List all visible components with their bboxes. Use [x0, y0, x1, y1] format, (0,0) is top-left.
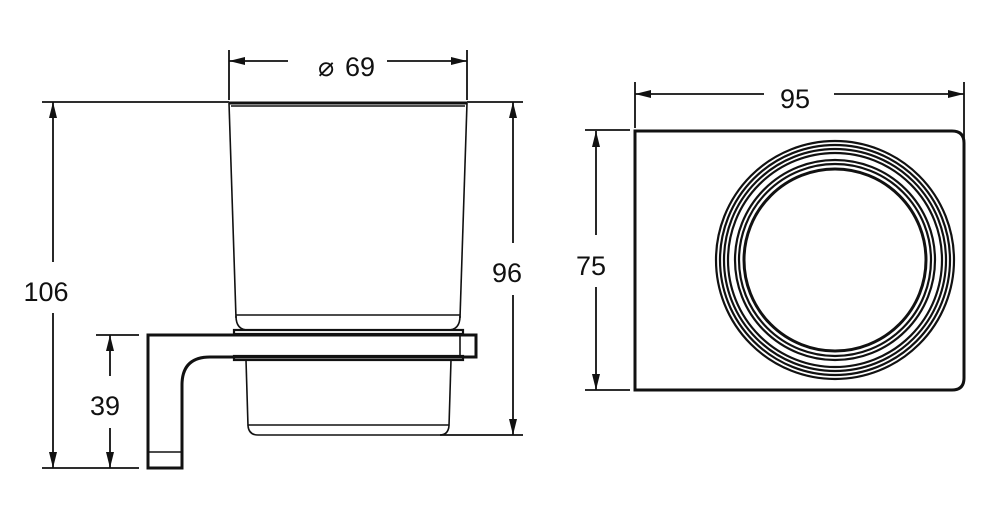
diameter-value: 69 [345, 52, 375, 82]
dimension-diameter-69: ⌀ 69 [229, 52, 467, 82]
front-view: 95 75 [576, 82, 966, 392]
height-96-label: 96 [492, 258, 522, 288]
wall-plate [633, 129, 966, 392]
dimension-width-95: 95 [635, 84, 964, 114]
bracket-arm [146, 333, 478, 470]
cup-upper [228, 101, 468, 331]
dimension-height-106: 106 [23, 102, 69, 468]
cup-lower [245, 359, 452, 436]
dimension-height-96: 96 [492, 102, 522, 435]
height-39-label: 39 [90, 391, 120, 421]
side-view: ⌀ 69 106 39 96 [23, 50, 523, 470]
width-95-label: 95 [780, 84, 810, 114]
extension-lines [42, 50, 523, 469]
diameter-symbol: ⌀ [318, 52, 334, 82]
dimension-height-39: 39 [90, 335, 120, 468]
dimension-height-75: 75 [576, 131, 606, 390]
height-106-label: 106 [23, 277, 68, 307]
height-75-label: 75 [576, 251, 606, 281]
cup-ring-circles [714, 139, 956, 381]
front-extension-lines [585, 82, 965, 391]
